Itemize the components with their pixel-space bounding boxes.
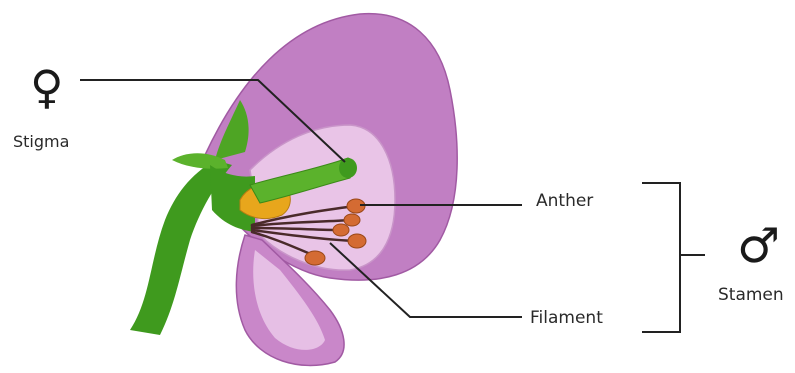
anther-label: Anther bbox=[536, 191, 593, 211]
stigma-label: Stigma bbox=[13, 132, 69, 151]
stamen-bracket bbox=[642, 183, 680, 332]
stigma-tip bbox=[339, 158, 357, 178]
stamen-label: Stamen bbox=[718, 285, 784, 305]
male-symbol: ♂ bbox=[737, 222, 780, 270]
female-symbol: ♀ bbox=[30, 64, 64, 110]
filament-label: Filament bbox=[530, 308, 603, 328]
